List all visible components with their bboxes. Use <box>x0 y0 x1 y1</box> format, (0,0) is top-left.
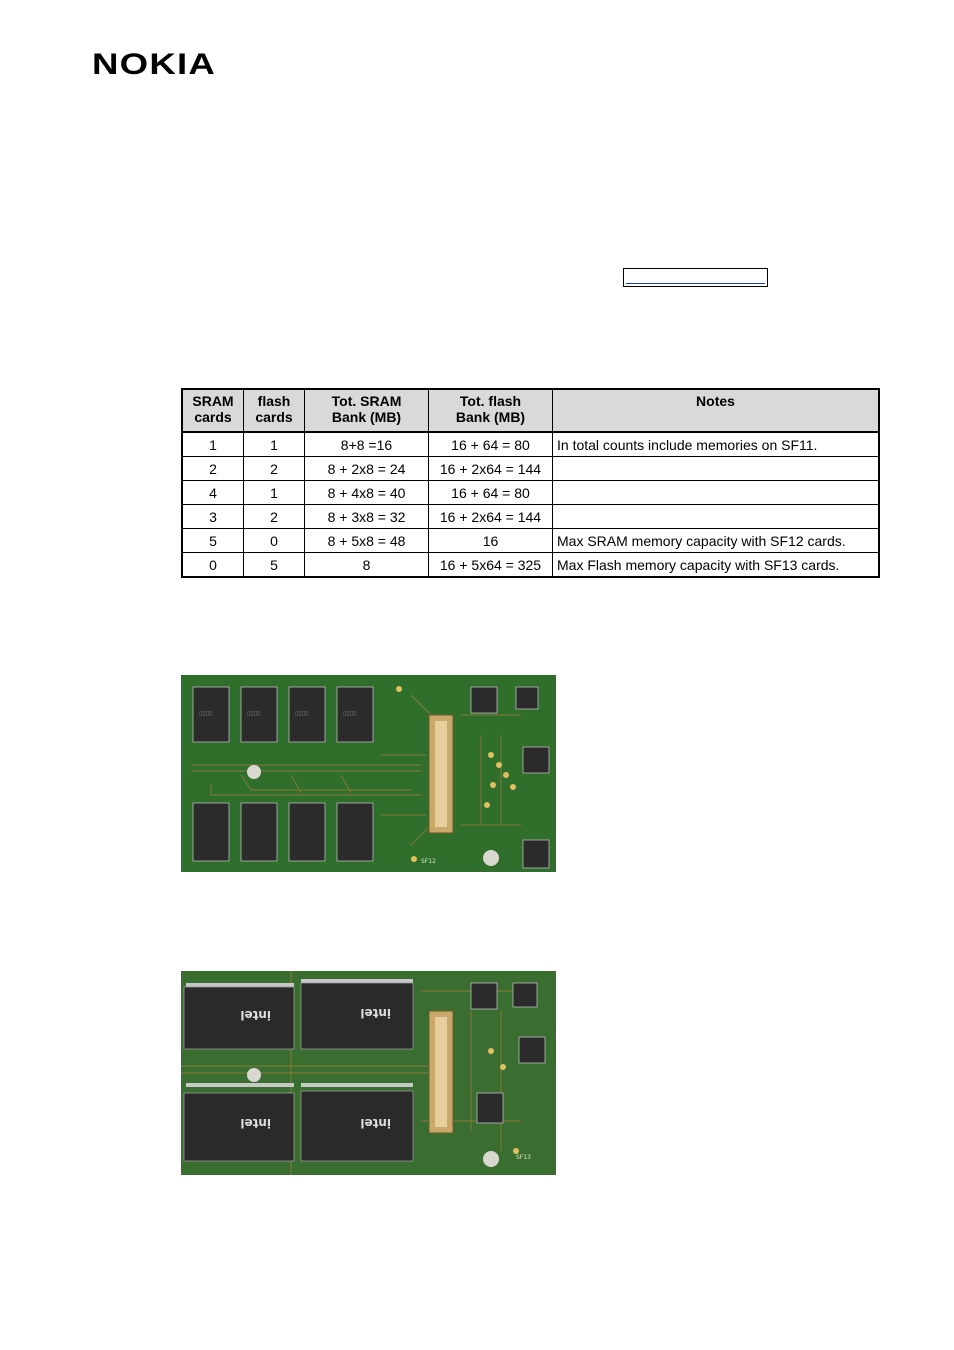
table-header-row: SRAM cards flash cards Tot. SRAM Bank (M… <box>181 388 880 433</box>
svg-text:SF12: SF12 <box>421 858 436 865</box>
cell-sram-cards: 5 <box>181 528 244 553</box>
svg-text:▯▯▯▯: ▯▯▯▯ <box>295 710 308 717</box>
svg-text:▯▯▯▯: ▯▯▯▯ <box>199 710 212 717</box>
cell-sram-cards: 4 <box>181 480 244 505</box>
cell-notes <box>552 504 880 529</box>
svg-text:intel: intel <box>360 1006 391 1020</box>
table-row: 5 0 8 + 5x8 = 48 16 Max SRAM memory capa… <box>181 528 880 553</box>
table-row: 4 1 8 + 4x8 = 40 16 + 64 = 80 <box>181 480 880 505</box>
hyperlink-box[interactable] <box>623 268 768 287</box>
header-tot-sram: Tot. SRAM Bank (MB) <box>304 388 429 433</box>
memory-capacity-table: SRAM cards flash cards Tot. SRAM Bank (M… <box>181 388 880 578</box>
cell-notes <box>552 456 880 481</box>
cell-tot-sram: 8 + 3x8 = 32 <box>304 504 429 529</box>
svg-text:SF13: SF13 <box>516 1154 531 1161</box>
cell-tot-sram: 8+8 =16 <box>304 431 429 457</box>
cell-tot-flash: 16 + 5x64 = 325 <box>428 552 553 578</box>
cell-tot-flash: 16 <box>428 528 553 553</box>
cell-tot-flash: 16 + 64 = 80 <box>428 431 553 457</box>
hyperlink-underline <box>626 283 765 284</box>
header-tot-flash: Tot. flash Bank (MB) <box>428 388 553 433</box>
cell-flash-cards: 1 <box>243 480 305 505</box>
cell-sram-cards: 0 <box>181 552 244 578</box>
cell-flash-cards: 2 <box>243 456 305 481</box>
svg-text:intel: intel <box>240 1116 271 1130</box>
cell-tot-flash: 16 + 64 = 80 <box>428 480 553 505</box>
cell-sram-cards: 2 <box>181 456 244 481</box>
svg-text:▯▯▯▯: ▯▯▯▯ <box>247 710 260 717</box>
cell-tot-flash: 16 + 2x64 = 144 <box>428 504 553 529</box>
cell-notes: In total counts include memories on SF11… <box>552 431 880 457</box>
cell-tot-flash: 16 + 2x64 = 144 <box>428 456 553 481</box>
cell-sram-cards: 3 <box>181 504 244 529</box>
svg-text:intel: intel <box>240 1008 271 1022</box>
cell-notes: Max SRAM memory capacity with SF12 cards… <box>552 528 880 553</box>
cell-flash-cards: 0 <box>243 528 305 553</box>
cell-flash-cards: 2 <box>243 504 305 529</box>
cell-tot-sram: 8 <box>304 552 429 578</box>
header-sram-cards: SRAM cards <box>181 388 244 433</box>
cell-tot-sram: 8 + 4x8 = 40 <box>304 480 429 505</box>
nokia-logo: NOKIA <box>92 48 217 81</box>
cell-flash-cards: 5 <box>243 552 305 578</box>
svg-text:▯▯▯▯: ▯▯▯▯ <box>343 710 356 717</box>
cell-tot-sram: 8 + 2x8 = 24 <box>304 456 429 481</box>
cell-flash-cards: 1 <box>243 431 305 457</box>
header-flash-cards: flash cards <box>243 388 305 433</box>
cell-tot-sram: 8 + 5x8 = 48 <box>304 528 429 553</box>
table-row: 3 2 8 + 3x8 = 32 16 + 2x64 = 144 <box>181 504 880 529</box>
cell-sram-cards: 1 <box>181 431 244 457</box>
svg-text:intel: intel <box>360 1116 391 1130</box>
flash-card-photo: intel intel intel intel SF13 <box>181 971 556 1175</box>
table-row: 1 1 8+8 =16 16 + 64 = 80 In total counts… <box>181 431 880 457</box>
table-row: 0 5 8 16 + 5x64 = 325 Max Flash memory c… <box>181 552 880 578</box>
table-row: 2 2 8 + 2x8 = 24 16 + 2x64 = 144 <box>181 456 880 481</box>
cell-notes <box>552 480 880 505</box>
cell-notes: Max Flash memory capacity with SF13 card… <box>552 552 880 578</box>
sram-card-photo: ▯▯▯▯ ▯▯▯▯ ▯▯▯▯ ▯▯▯▯ SF12 <box>181 675 556 872</box>
header-notes: Notes <box>552 388 880 433</box>
